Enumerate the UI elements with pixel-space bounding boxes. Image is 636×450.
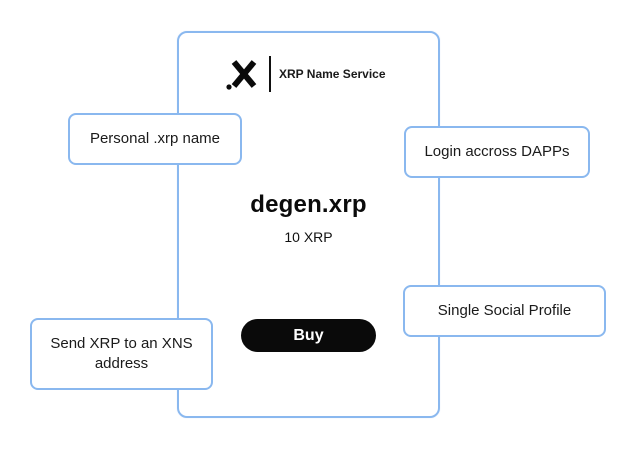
domain-price: 10 XRP [284, 229, 333, 245]
domain-card: XRP Name Service degen.xrp 10 XRP Buy [177, 31, 440, 418]
brand-header: XRP Name Service [225, 56, 386, 92]
feature-social-profile: Single Social Profile [403, 285, 606, 337]
x-logo-icon [225, 56, 261, 92]
service-name: XRP Name Service [279, 67, 386, 81]
feature-login-dapps: Login accross DAPPs [404, 126, 590, 178]
feature-label: Single Social Profile [437, 301, 572, 319]
logo-divider [269, 56, 271, 92]
feature-label: Send XRP to an XNS address [50, 334, 193, 372]
feature-label: Personal .xrp name [89, 129, 221, 147]
feature-personal-name: Personal .xrp name [68, 113, 242, 165]
feature-label: Login accross DAPPs [424, 142, 570, 160]
feature-send-xrp: Send XRP to an XNS address [30, 318, 213, 390]
domain-name: degen.xrp [250, 191, 367, 218]
buy-button[interactable]: Buy [241, 319, 376, 352]
